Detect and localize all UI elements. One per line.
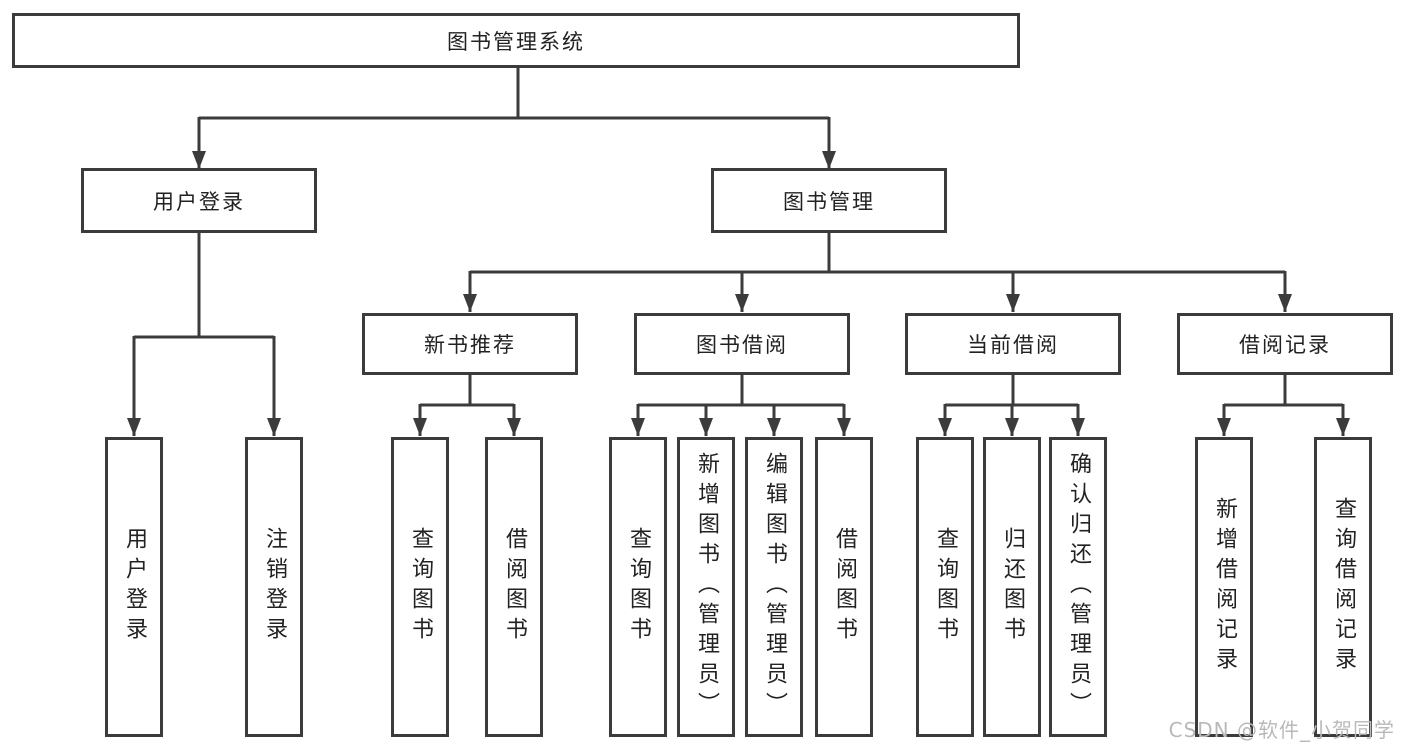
node-label: 注销登录	[262, 527, 287, 647]
leaf-query-borrow-record: 查询借阅记录	[1314, 437, 1372, 737]
leaf-borrow-books: 借阅图书	[815, 437, 873, 737]
csdn-watermark: CSDN @软件_小贺同学	[1168, 718, 1395, 742]
node-label: 查询图书	[408, 527, 433, 647]
node-label: 借阅图书	[832, 527, 857, 647]
leaf-logout: 注销登录	[245, 437, 303, 737]
node-borrow-records: 借阅记录	[1177, 313, 1393, 375]
node-label: 用户登录	[153, 189, 245, 214]
node-label: 编辑图书（管理员）	[762, 452, 787, 722]
node-label: 图书管理系统	[447, 29, 585, 54]
node-label: 确认归还（管理员）	[1066, 452, 1091, 722]
leaf-add-books-admin: 新增图书（管理员）	[677, 437, 735, 737]
node-new-book-recommend: 新书推荐	[362, 313, 578, 375]
node-label: 新书推荐	[424, 333, 516, 357]
leaf-confirm-return-admin: 确认归还（管理员）	[1049, 437, 1107, 737]
node-label: 借阅记录	[1239, 333, 1331, 357]
leaf-current-query-books: 查询图书	[916, 437, 974, 737]
node-label: 图书管理	[783, 189, 875, 214]
node-label: 查询图书	[626, 527, 651, 647]
leaf-user-login: 用户登录	[105, 437, 163, 737]
leaf-add-borrow-record: 新增借阅记录	[1195, 437, 1253, 737]
node-label: 新增图书（管理员）	[694, 452, 719, 722]
node-current-borrow: 当前借阅	[905, 313, 1121, 375]
leaf-edit-books-admin: 编辑图书（管理员）	[745, 437, 803, 737]
node-label: 用户登录	[122, 527, 147, 647]
node-label: 新增借阅记录	[1212, 497, 1237, 677]
leaf-borrow-query-books: 查询图书	[609, 437, 667, 737]
node-root-system: 图书管理系统	[12, 13, 1020, 68]
leaf-recommend-query-books: 查询图书	[391, 437, 449, 737]
leaf-return-books: 归还图书	[983, 437, 1041, 737]
node-label: 图书借阅	[696, 333, 788, 357]
node-user-login: 用户登录	[81, 168, 317, 233]
leaf-recommend-borrow-books: 借阅图书	[485, 437, 543, 737]
node-label: 查询借阅记录	[1331, 497, 1356, 677]
node-label: 借阅图书	[502, 527, 527, 647]
node-book-management: 图书管理	[711, 168, 947, 233]
node-label: 当前借阅	[967, 333, 1059, 357]
node-label: 查询图书	[933, 527, 958, 647]
node-book-borrow: 图书借阅	[634, 313, 850, 375]
node-label: 归还图书	[1000, 527, 1025, 647]
